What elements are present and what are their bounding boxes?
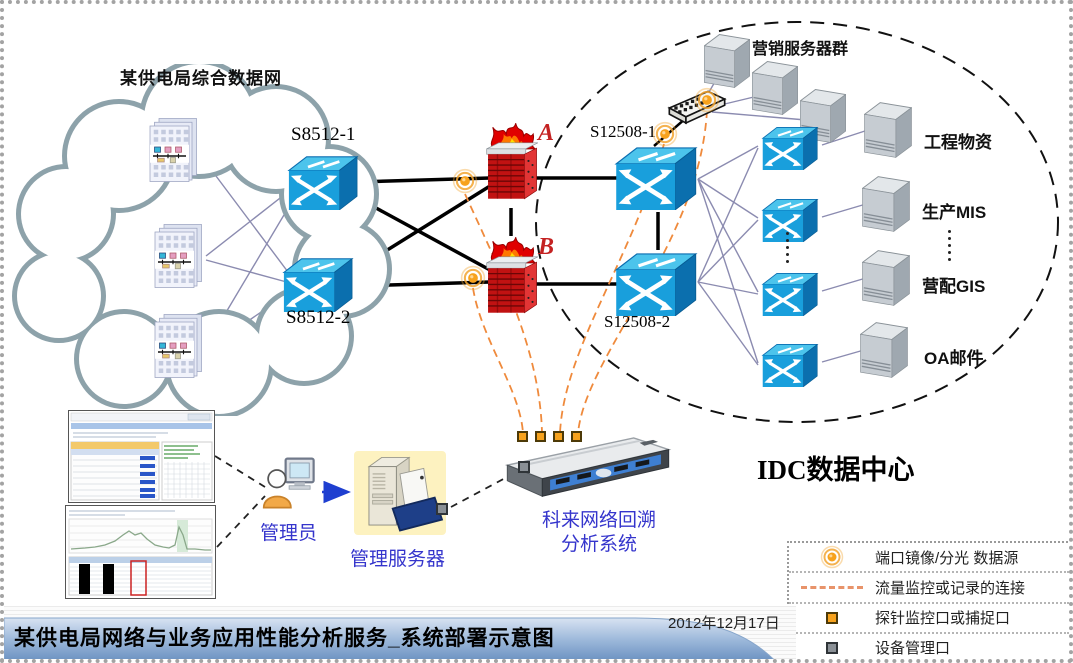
mgmt-port-icon — [826, 641, 838, 654]
server-icon-oa — [860, 320, 908, 380]
access-switch-icon — [756, 339, 824, 387]
port-mirror-icon — [820, 545, 844, 569]
legend-row-monitor-link: 流量监控或记录的连接 — [789, 573, 1069, 604]
port-mirror-icon — [694, 87, 720, 113]
capture-system-label: 科来网络回溯 分析系统 — [532, 509, 666, 557]
slide-date: 2012年12月17日 — [668, 615, 780, 632]
marketing-group-label: 营销服务器群 — [752, 41, 849, 58]
firewall-icon-b — [484, 230, 546, 324]
idc-label: IDC数据中心 — [757, 455, 915, 485]
connection-lines — [200, 21, 1059, 548]
server-icon-marketing — [752, 59, 798, 117]
switch-icon-s12508-2 — [614, 246, 698, 316]
switch-icon-s12508-1 — [614, 140, 698, 210]
legend-label: 探针监控口或捕捉口 — [875, 610, 1011, 628]
legend-row-port-mirror: 端口镜像/分光 数据源 — [789, 543, 1069, 574]
admin-label: 管理员 — [260, 523, 318, 544]
server-label-project: 工程物资 — [924, 133, 992, 152]
legend-label: 端口镜像/分光 数据源 — [875, 549, 1019, 567]
server-label-mis: 生产MIS — [922, 203, 987, 222]
switch-icon-s8512-2 — [282, 252, 354, 312]
dashed-link-icon — [801, 585, 863, 589]
idc-boundary-ellipse — [535, 21, 1059, 423]
legend-label: 设备管理口 — [875, 640, 951, 658]
probe-port-icon — [826, 611, 838, 624]
port-mirror-icon — [452, 168, 478, 194]
access-switch-icon — [756, 268, 824, 316]
legend-row-mgmt-port: 设备管理口 — [789, 634, 1069, 659]
legend-row-probe-port: 探针监控口或捕捉口 — [789, 604, 1069, 634]
probe-capture-port — [535, 431, 546, 442]
legend-box: 端口镜像/分光 数据源 流量监控或记录的连接 探针监控口或捕捉口 设备管理口 — [787, 541, 1069, 659]
device-mgmt-port — [436, 503, 448, 515]
slide-title: 某供电局网络与业务应用性能分析服务_系统部署示意图 — [14, 627, 555, 650]
switch-label-s8512-1: S8512-1 — [291, 124, 356, 145]
access-switch-icon — [756, 194, 824, 242]
server-icon-mis — [862, 174, 910, 234]
server-icon-marketing — [704, 32, 750, 90]
switch-icon-s8512-1 — [287, 150, 359, 210]
building-icon — [152, 310, 206, 382]
legend-label: 流量监控或记录的连接 — [875, 579, 1026, 597]
cloud-label: 某供电局综合数据网 — [120, 69, 282, 88]
mgmt-server-label: 管理服务器 — [350, 549, 446, 570]
footer-ribbon: 某供电局网络与业务应用性能分析服务_系统部署示意图 2012年12月17日 — [4, 606, 796, 659]
firewall-label-a: A — [538, 120, 555, 146]
report-screenshot-2 — [65, 505, 216, 599]
server-label-oa: OA邮件 — [924, 349, 984, 368]
building-icon — [147, 114, 201, 186]
tower-server-icon — [354, 452, 446, 536]
firewall-icon-a — [484, 116, 546, 210]
probe-capture-port — [553, 431, 564, 442]
access-switch-icon — [756, 122, 824, 170]
server-label-gis: 营配GIS — [922, 277, 986, 296]
report-screenshot-1 — [68, 410, 215, 503]
firewall-label-b: B — [538, 234, 555, 260]
probe-capture-port — [517, 431, 528, 442]
building-icon — [152, 220, 206, 292]
switch-label-s8512-2: S8512-2 — [286, 307, 351, 328]
probe-capture-port — [571, 431, 582, 442]
device-mgmt-port — [518, 461, 530, 473]
switch-label-s12508-2: S12508-2 — [604, 312, 671, 331]
switch-label-s12508-1: S12508-1 — [590, 122, 657, 141]
port-mirror-icon — [652, 121, 678, 147]
port-mirror-icon — [460, 265, 486, 291]
server-icon-gis — [862, 248, 910, 308]
server-icon-project — [864, 100, 912, 160]
ellipsis-dots — [786, 232, 789, 263]
ellipsis-dots — [948, 230, 951, 261]
admin-icon — [262, 456, 318, 512]
capture-system-label-line1: 科来网络回溯 — [541, 510, 656, 531]
capture-system-label-line2: 分析系统 — [560, 533, 637, 555]
